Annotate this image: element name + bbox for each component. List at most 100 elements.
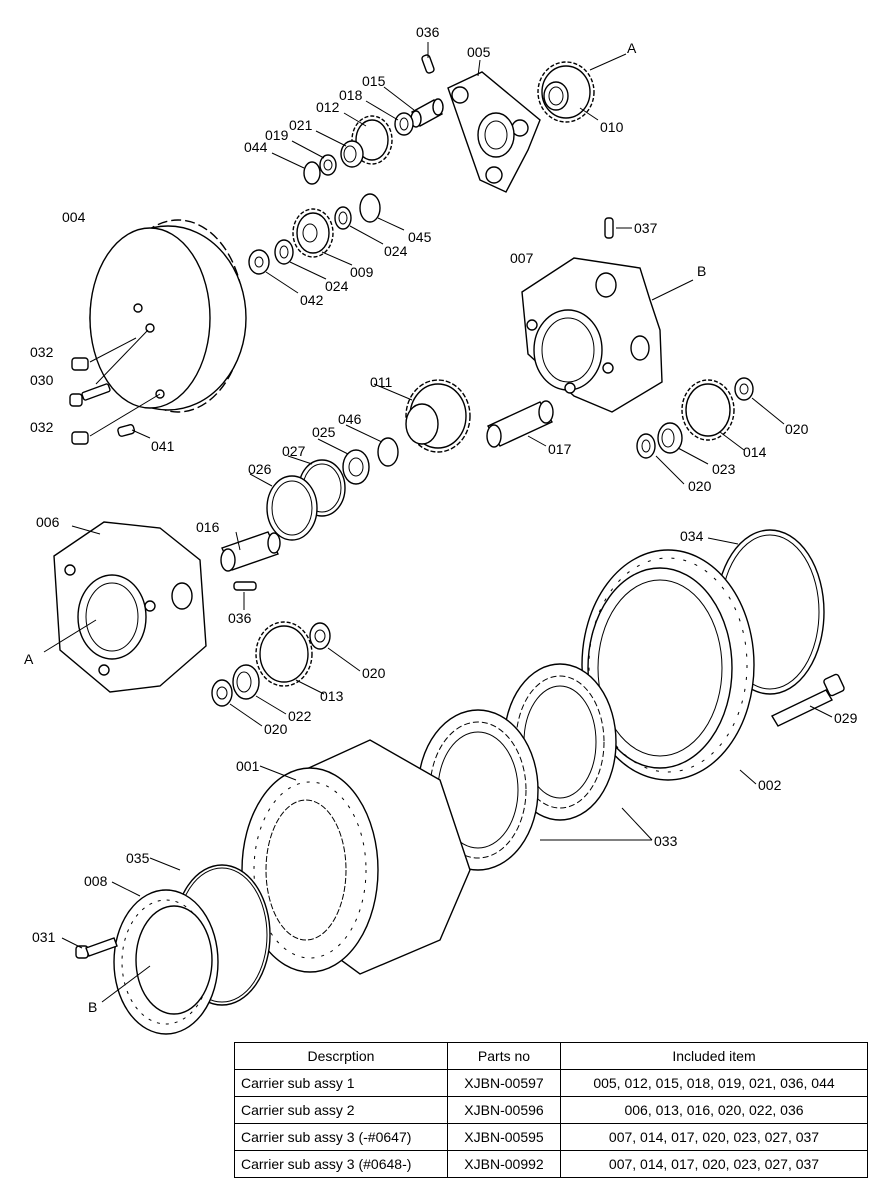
- header-included-item: Included item: [560, 1042, 868, 1070]
- callout-041: 041: [151, 438, 175, 454]
- bearing-021: [340, 140, 364, 168]
- table-row: Carrier sub assy 3 (#0648-) XJBN-00992 0…: [234, 1150, 868, 1178]
- callout-014: 014: [743, 444, 767, 460]
- callout-026: 026: [248, 461, 272, 477]
- gear-010: [537, 61, 595, 123]
- snap-ring-046: [377, 437, 399, 467]
- leader-lines: [43, 42, 833, 1003]
- cell-parts-no: XJBN-00992: [447, 1150, 561, 1178]
- gear-012: [351, 115, 393, 165]
- gear-009: [292, 208, 334, 258]
- table-row: Carrier sub assy 1 XJBN-00597 005, 012, …: [234, 1069, 868, 1097]
- callout-017: 017: [548, 441, 572, 457]
- callout-022: 022: [288, 708, 312, 724]
- header-parts-no: Parts no: [447, 1042, 561, 1070]
- cell-parts-no: XJBN-00596: [447, 1096, 561, 1124]
- callout-023: 023: [712, 461, 736, 477]
- carrier-006: [53, 521, 207, 693]
- header-description: Descrption: [234, 1042, 448, 1070]
- callout-042: 042: [300, 292, 324, 308]
- housing-001: [241, 739, 471, 975]
- shaft-015: [410, 98, 444, 128]
- callout-031: 031: [32, 929, 56, 945]
- washer-020-b: [636, 433, 656, 459]
- callout-032-upper: 032: [30, 344, 54, 360]
- washer-042: [248, 249, 270, 275]
- gear-013: [255, 621, 313, 687]
- callout-032-lower: 032: [30, 419, 54, 435]
- callout-035: 035: [126, 850, 150, 866]
- callout-015: 015: [362, 73, 386, 89]
- callout-033: 033: [654, 833, 678, 849]
- callout-008: 008: [84, 873, 108, 889]
- flange-002: [581, 549, 755, 781]
- cell-parts-no: XJBN-00597: [447, 1069, 561, 1097]
- callout-037: 037: [634, 220, 658, 236]
- callout-a-lower: A: [24, 651, 34, 667]
- callout-046: 046: [338, 411, 362, 427]
- washer-019: [319, 154, 337, 176]
- cell-included-item: 006, 013, 016, 020, 022, 036: [560, 1096, 868, 1124]
- callout-024-upper: 024: [384, 243, 408, 259]
- cell-description: Carrier sub assy 3 (-#0647): [234, 1123, 448, 1151]
- callout-013: 013: [320, 688, 344, 704]
- bolt-031: [75, 937, 118, 959]
- cover-004: [89, 219, 247, 413]
- callout-a-top: A: [627, 40, 637, 56]
- washer-025: [342, 449, 370, 485]
- callout-002: 002: [758, 777, 782, 793]
- gear-011: [405, 379, 471, 453]
- pin-036-middle: [233, 581, 257, 591]
- callout-029: 029: [834, 710, 858, 726]
- callout-027: 027: [282, 443, 306, 459]
- snap-ring-045: [359, 193, 381, 223]
- callout-005: 005: [467, 44, 491, 60]
- callout-007: 007: [510, 250, 534, 266]
- callout-030: 030: [30, 372, 54, 388]
- washer-024-b: [274, 239, 294, 265]
- carrier-007: [521, 257, 663, 413]
- callout-020-upper-right: 020: [785, 421, 809, 437]
- pin-037: [604, 217, 614, 239]
- callout-001: 001: [236, 758, 260, 774]
- bearing-022: [232, 664, 260, 700]
- snap-ring-044: [303, 161, 321, 185]
- shaft-016: [220, 531, 281, 572]
- table-row: Carrier sub assy 2 XJBN-00596 006, 013, …: [234, 1096, 868, 1124]
- part-drawings: [53, 54, 845, 1035]
- table-row: Carrier sub assy 3 (-#0647) XJBN-00595 0…: [234, 1123, 868, 1151]
- carrier-sub-assy-table: Descrption Parts no Included item Carrie…: [234, 1042, 868, 1178]
- cell-included-item: 005, 012, 015, 018, 019, 021, 036, 044: [560, 1069, 868, 1097]
- table-header-row: Descrption Parts no Included item: [234, 1042, 868, 1070]
- shaft-017: [486, 400, 554, 448]
- callout-025: 025: [312, 424, 336, 440]
- pin-036-top: [421, 54, 435, 74]
- callout-019: 019: [265, 127, 289, 143]
- callout-004: 004: [62, 209, 86, 225]
- fasteners-left: [69, 357, 136, 445]
- callout-016: 016: [196, 519, 220, 535]
- ring-026: [266, 475, 318, 541]
- callout-018: 018: [339, 87, 363, 103]
- callout-036-top: 036: [416, 24, 440, 40]
- cell-description: Carrier sub assy 1: [234, 1069, 448, 1097]
- callout-011: 011: [370, 374, 393, 390]
- cell-included-item: 007, 014, 017, 020, 023, 027, 037: [560, 1123, 868, 1151]
- seal-ring-008: [113, 889, 219, 1035]
- bearing-023: [657, 422, 683, 454]
- washer-020-a: [734, 377, 754, 401]
- callout-010: 010: [600, 119, 624, 135]
- gear-014: [681, 379, 735, 441]
- callout-b-upper: B: [697, 263, 706, 279]
- cell-description: Carrier sub assy 2: [234, 1096, 448, 1124]
- callout-006: 006: [36, 514, 60, 530]
- washer-020-c: [309, 622, 331, 650]
- callout-012: 012: [316, 99, 340, 115]
- cell-included-item: 007, 014, 017, 020, 023, 027, 037: [560, 1150, 868, 1178]
- callout-044: 044: [244, 139, 268, 155]
- callout-020-lower-right: 020: [362, 665, 386, 681]
- callout-036-middle: 036: [228, 610, 252, 626]
- carrier-plate-005: [447, 71, 541, 193]
- callout-009: 009: [350, 264, 374, 280]
- callout-020-lower-left: 020: [264, 721, 288, 737]
